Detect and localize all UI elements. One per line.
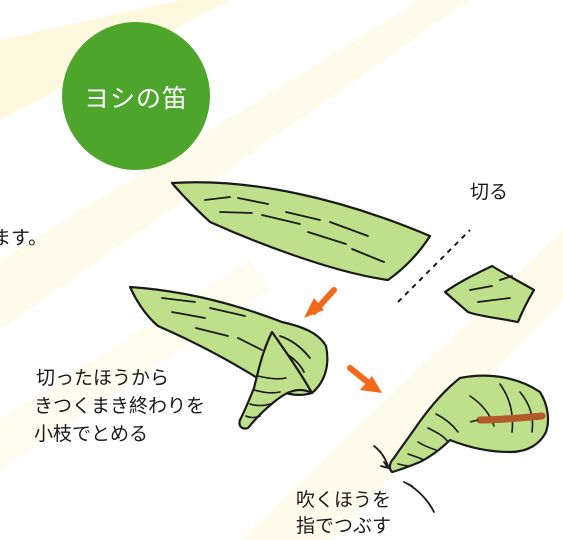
title: ヨシの笛 [83,84,188,113]
label-wrap-line3: 小枝でとめる [34,423,149,445]
pinch-marks [373,445,435,513]
arrow-step-1 [304,287,337,318]
leaf-tip-cut [443,264,536,324]
label-wrap-line1: 切ったほうから [36,367,170,389]
cut-line [397,229,471,303]
leaf-long [170,181,432,282]
label-edge-fragment: ます。 [0,227,48,249]
title-badge: ヨシの笛 [62,22,210,170]
reed-whistle [388,374,550,474]
arrow-step-2 [347,365,382,393]
label-cut: 切る [470,181,509,203]
label-blow-line2: 指でつぶす [296,515,392,537]
leaf-rolling [128,285,329,430]
label-wrap-line2: きつくまき終わりを [34,395,206,417]
label-blow-line1: 吹くほうを [296,489,392,511]
